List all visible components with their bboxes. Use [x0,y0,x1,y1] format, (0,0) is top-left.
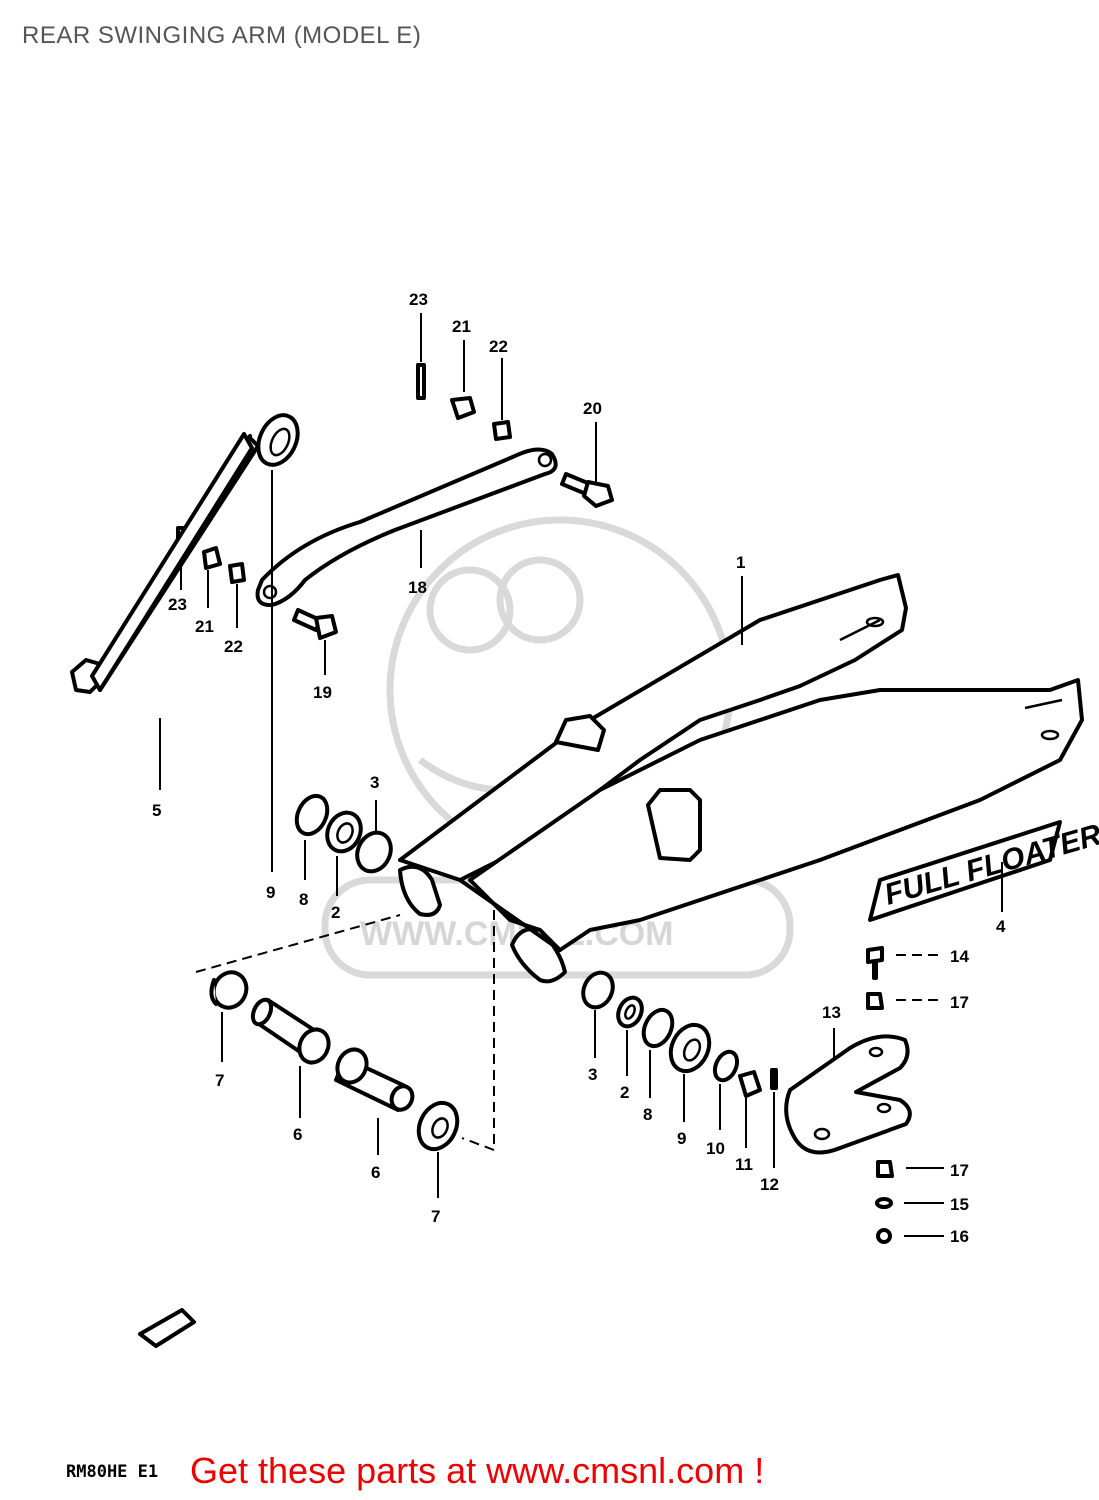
part-5-pivot-shaft[interactable] [70,434,260,790]
label-21-left: 21 [195,617,214,636]
part-16-nut[interactable] [876,1228,944,1244]
part-17-spacer-bottom[interactable] [876,1160,944,1178]
part-19-bolt[interactable] [292,608,338,675]
label-23-left: 23 [168,595,187,614]
alignment-dashes [195,910,495,1152]
part-2-bearing-right[interactable] [614,994,647,1076]
label-22-left: 22 [224,637,243,656]
label-8-left: 8 [299,890,308,909]
part-14-screw[interactable] [866,946,944,980]
label-6-left: 6 [293,1125,302,1144]
page-title: REAR SWINGING ARM (MODEL E) [22,22,422,49]
label-17-bottom: 17 [950,1161,969,1180]
label-5: 5 [152,801,161,820]
label-14: 14 [950,947,969,966]
part-6-sleeve-left[interactable] [249,997,334,1118]
label-3-right: 3 [588,1065,597,1084]
part-9-dust-seal-right[interactable] [664,1019,717,1122]
label-11: 11 [735,1155,753,1174]
label-7-left: 7 [215,1071,224,1090]
label-20: 20 [583,399,602,418]
front-direction-arrow-icon [138,1308,196,1348]
part-13-chain-guide[interactable] [784,1028,912,1155]
part-12-cotter-pin[interactable] [770,1068,778,1168]
label-17-top: 17 [950,993,969,1012]
part-6-sleeve-right[interactable] [332,1045,416,1155]
part-20-bolt[interactable] [560,422,614,508]
label-3-left: 3 [370,773,379,792]
label-23-top: 23 [409,290,428,309]
part-22-nut-left[interactable] [228,562,246,628]
label-18: 18 [408,578,427,597]
label-2-left: 2 [331,903,340,922]
label-10: 10 [706,1139,725,1158]
diagram-code: RM80HE E1 [66,1462,159,1482]
label-8-right: 8 [643,1105,652,1124]
label-2-right: 2 [620,1083,629,1102]
shop-link[interactable]: Get these parts at www.cmsnl.com ! [190,1450,765,1491]
part-1-swingarm[interactable] [398,573,1084,984]
part-21-washer-left[interactable] [202,546,222,608]
part-9-dust-seal-left[interactable] [251,409,306,872]
label-16: 16 [950,1227,969,1246]
label-21-top: 21 [452,317,471,336]
part-7-collar-right[interactable] [412,1097,465,1198]
label-22-top: 22 [489,337,508,356]
label-4: 4 [996,917,1006,936]
part-8-washer-right[interactable] [638,1005,678,1098]
part-15-washer[interactable] [875,1197,944,1209]
part-21-washer-top[interactable] [450,340,476,420]
label-9-right: 9 [677,1129,686,1148]
label-9-left: 9 [266,883,275,902]
part-23-bolt-top[interactable] [416,313,426,400]
label-7-right: 7 [431,1207,440,1226]
label-19: 19 [313,683,332,702]
label-1: 1 [736,553,745,572]
label-12: 12 [760,1175,779,1194]
decal-text: FULL FLOATER [881,818,1099,912]
part-22-nut-top[interactable] [492,358,512,441]
part-10-washer[interactable] [711,1048,742,1130]
part-3-bearing-left[interactable] [351,800,397,877]
part-11-nut[interactable] [738,1070,762,1148]
part-2-bearing-left[interactable] [321,807,367,896]
part-7-collar-left[interactable] [208,967,252,1062]
part-8-washer-left[interactable] [291,791,333,880]
part-4-full-floater-decal[interactable]: FULL FLOATER [868,818,1099,922]
part-labels: 23 21 22 20 18 1 23 21 22 19 5 3 9 8 2 4… [152,290,1006,1246]
label-6-right: 6 [371,1163,380,1182]
part-17-spacer-top[interactable] [866,992,944,1010]
label-13: 13 [822,1003,841,1022]
part-3-bearing-right[interactable] [578,968,619,1058]
label-15: 15 [950,1195,969,1214]
